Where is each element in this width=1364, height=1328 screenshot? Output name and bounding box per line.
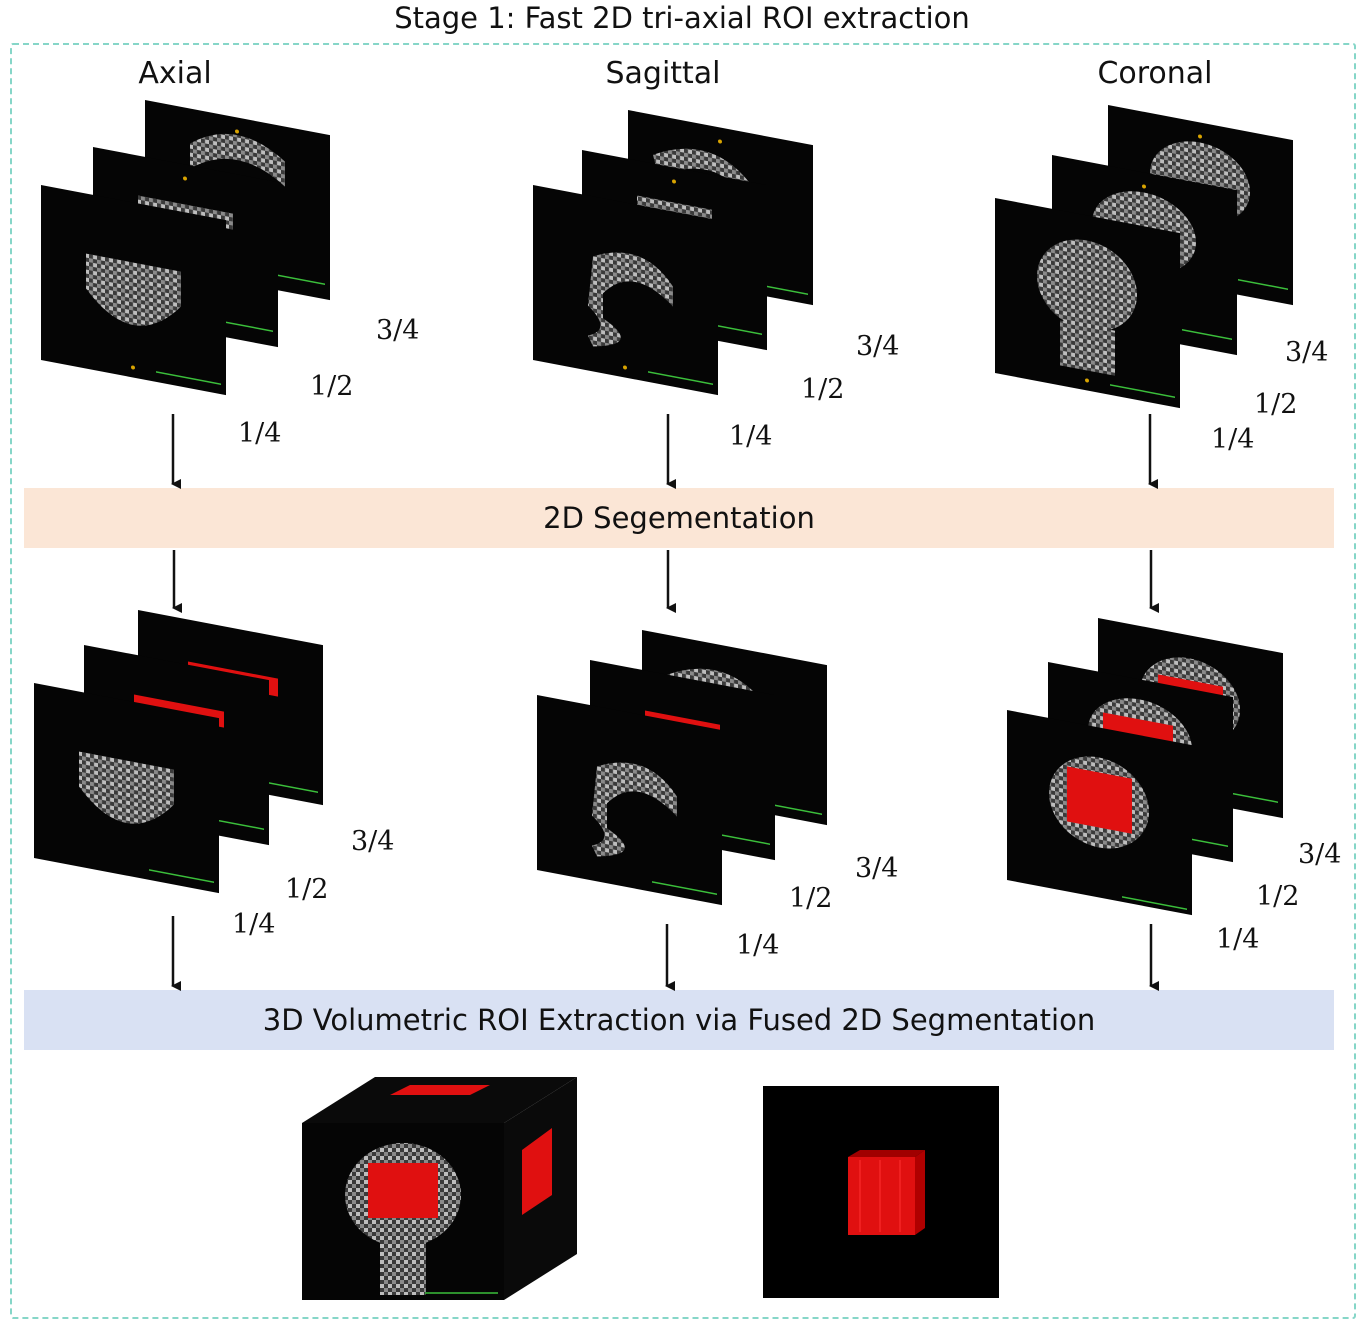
axial-fraction-1-2: 1/2 <box>310 371 354 402</box>
coronal-slice-1-4 <box>995 198 1180 409</box>
sagittal-seg-fraction-1-4: 1/4 <box>736 930 780 961</box>
sagittal-slice-stack-raw <box>533 110 813 396</box>
axial-seg-slice-1-4 <box>34 683 219 894</box>
sagittal-seg-fraction-1-2: 1/2 <box>789 883 833 914</box>
axial-fraction-3-4: 3/4 <box>376 315 420 346</box>
axial-seg-fraction-1-4: 1/4 <box>232 909 276 940</box>
axial-seg-fraction-1-2: 1/2 <box>285 874 329 905</box>
sagittal-fraction-1-2: 1/2 <box>801 374 845 405</box>
stage-title: Stage 1: Fast 2D tri-axial ROI extractio… <box>394 1 970 35</box>
plane-label-axial: Axial <box>138 56 212 91</box>
axial-seg-fraction-3-4: 3/4 <box>351 826 395 857</box>
coronal-seg-fraction-1-2: 1/2 <box>1256 881 1300 912</box>
axial-fraction-1-4: 1/4 <box>238 418 282 449</box>
sagittal-seg-fraction-3-4: 3/4 <box>855 853 899 884</box>
coronal-fraction-1-4: 1/4 <box>1211 424 1255 455</box>
plane-label-coronal: Coronal <box>1097 56 1213 91</box>
plane-label-sagittal: Sagittal <box>605 56 721 91</box>
sagittal-slice-stack-segmented <box>537 630 827 906</box>
coronal-slice-stack-segmented <box>1007 618 1283 916</box>
sagittal-fraction-1-4: 1/4 <box>729 421 773 452</box>
axial-slice-stack-raw <box>41 100 330 396</box>
coronal-fraction-3-4: 3/4 <box>1285 337 1329 368</box>
coronal-seg-fraction-1-4: 1/4 <box>1216 924 1260 955</box>
axial-slice-1-4 <box>41 185 226 396</box>
segmentation-band: 2D Segementation <box>24 488 1334 548</box>
sagittal-fraction-3-4: 3/4 <box>856 331 900 362</box>
roi-extraction-band: 3D Volumetric ROI Extraction via Fused 2… <box>24 990 1334 1050</box>
coronal-seg-fraction-3-4: 3/4 <box>1298 839 1342 870</box>
coronal-slice-stack-raw <box>995 105 1293 409</box>
coronal-seg-slice-1-4 <box>1007 710 1192 916</box>
sagittal-slice-1-4 <box>533 185 718 396</box>
sagittal-seg-slice-1-4 <box>537 695 722 906</box>
stage-frame <box>10 43 1356 1319</box>
roi-3d-rendering <box>763 1086 999 1298</box>
axial-slice-stack-segmented <box>34 610 323 894</box>
fused-volume-cube <box>302 1077 577 1300</box>
coronal-fraction-1-2: 1/2 <box>1254 389 1298 420</box>
